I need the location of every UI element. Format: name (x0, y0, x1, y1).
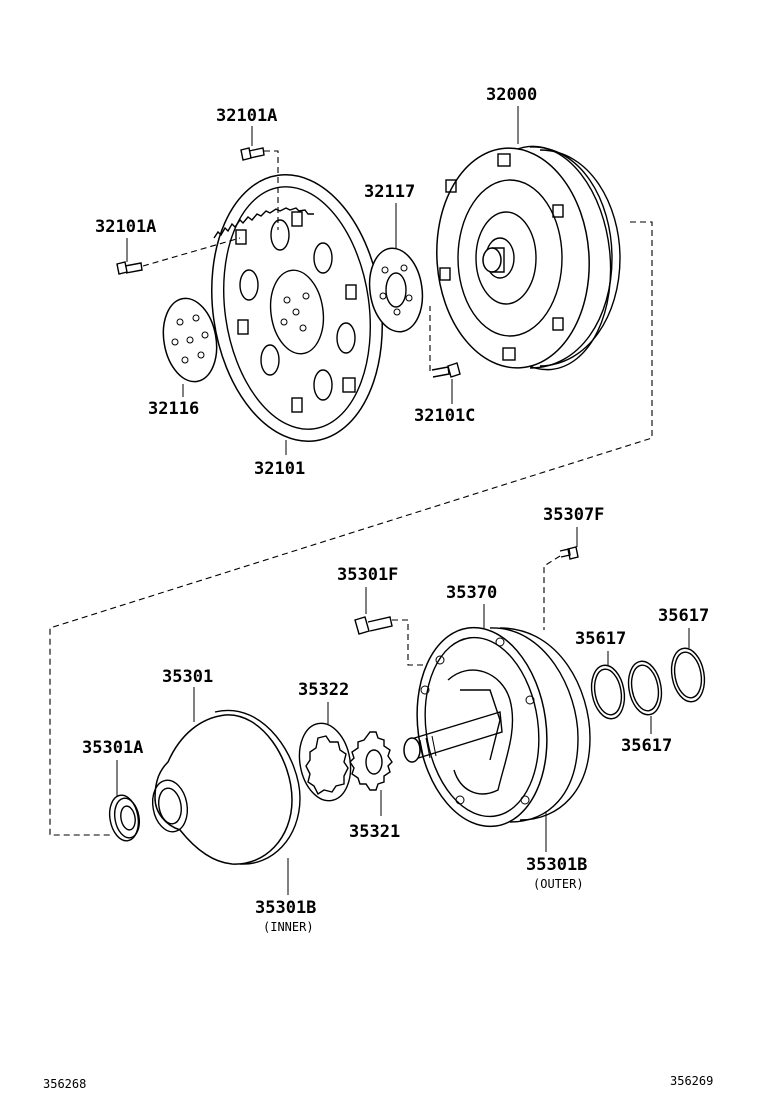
label-35301F: 35301F (337, 565, 398, 585)
drive-gear-35321 (349, 731, 393, 791)
label-35321: 35321 (349, 822, 400, 842)
pump-housing-35301 (151, 709, 301, 865)
label-35301B-outer: 35301B (526, 855, 587, 875)
label-35617-c: 35617 (621, 736, 672, 756)
label-32116: 32116 (148, 399, 199, 419)
bolt-32101A-top (240, 147, 279, 230)
drive-plate-32101 (211, 174, 383, 442)
footer: 356268 356269 (43, 1074, 713, 1091)
bolt-35301F (354, 616, 440, 666)
sublabel-outer: (OUTER) (533, 877, 584, 891)
ring-gear-teeth (213, 207, 314, 239)
torque-converter-32000 (436, 145, 621, 371)
footer-left-code: 356268 (43, 1077, 86, 1091)
driven-gear-35322 (298, 722, 352, 802)
footer-right-code: 356269 (670, 1074, 713, 1088)
label-35322: 35322 (298, 680, 349, 700)
label-35370: 35370 (446, 583, 497, 603)
bolt-32101C (429, 306, 461, 378)
part-labels: 32000 32101A 32101A 32117 32116 32101 32… (82, 85, 709, 934)
label-35301B-inner: 35301B (255, 898, 316, 918)
label-32101A-top: 32101A (216, 106, 277, 126)
spacer-plate-32116 (162, 297, 218, 383)
label-35301: 35301 (162, 667, 213, 687)
dashed-assembly-boundary (49, 221, 653, 836)
label-35617-a: 35617 (658, 606, 709, 626)
label-32101C: 32101C (414, 406, 475, 426)
label-35617-b: 35617 (575, 629, 626, 649)
label-35301A: 35301A (82, 738, 143, 758)
oil-pump-body-35370 (403, 626, 591, 828)
label-35307F: 35307F (543, 505, 604, 525)
label-32101A-left: 32101A (95, 217, 156, 237)
leader-lines (116, 106, 690, 895)
label-32101: 32101 (254, 459, 305, 479)
spacer-plate-32117 (368, 247, 424, 333)
label-32117: 32117 (364, 182, 415, 202)
bolt-32101A-left (116, 237, 241, 275)
seal-rings-35617 (590, 647, 706, 720)
oil-seal-35301A (108, 794, 141, 842)
label-32000: 32000 (486, 85, 537, 105)
bolt-35307F (543, 546, 579, 630)
sublabel-inner: (INNER) (263, 920, 314, 934)
